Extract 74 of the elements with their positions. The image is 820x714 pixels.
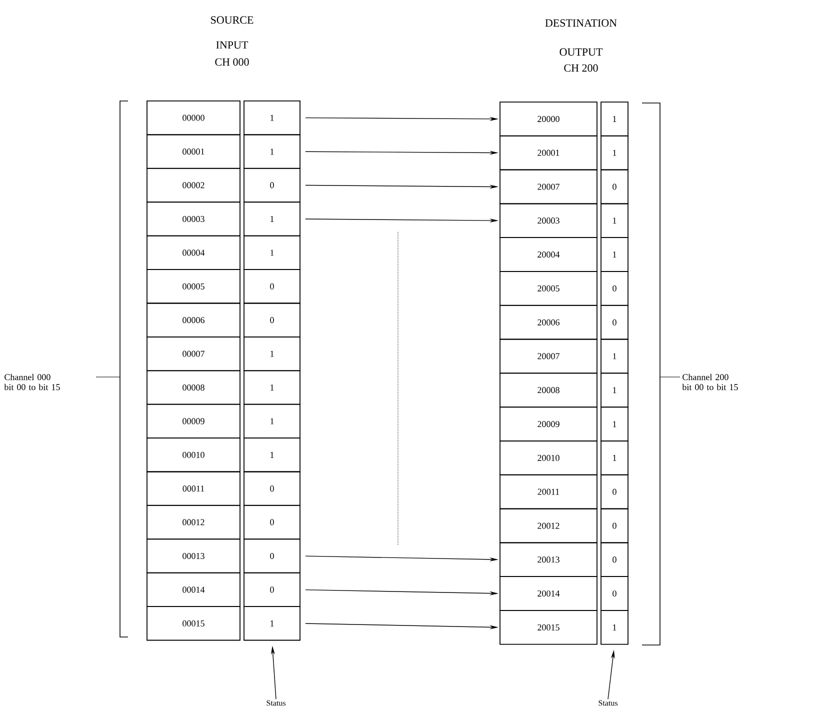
address-cell: 20007: [500, 169, 598, 204]
address-cell: 20010: [500, 440, 598, 476]
address-cell: 00003: [146, 202, 240, 236]
column-heading: SOURCE: [211, 16, 254, 24]
status-cell: 1: [600, 135, 628, 170]
status-cell: 1: [600, 372, 628, 408]
address-cell: 00011: [146, 471, 240, 506]
address-cell: 20008: [500, 372, 598, 408]
address-cell: 00010: [146, 438, 240, 472]
address-cell: 20004: [500, 237, 598, 272]
status-label: Status: [598, 700, 618, 706]
status-cell: 1: [600, 610, 628, 645]
status-cell: 1: [244, 235, 300, 270]
address-cell: 00005: [146, 269, 240, 304]
address-cell: 00012: [146, 504, 240, 540]
column-heading: DESTINATION: [545, 19, 617, 27]
status-cell: 0: [600, 508, 628, 544]
address-cell: 00013: [146, 538, 240, 574]
status-cell: 1: [600, 338, 628, 374]
address-cell: 00014: [146, 572, 240, 607]
status-cell: 1: [244, 404, 300, 438]
status-label: Status: [266, 700, 286, 706]
status-cell: 0: [244, 471, 300, 506]
address-cell: 20006: [500, 305, 598, 340]
status-cell: 0: [600, 271, 628, 306]
status-cell: 0: [244, 538, 300, 574]
address-cell: 00004: [146, 235, 240, 270]
status-cell: 0: [600, 169, 628, 204]
address-cell: 00008: [146, 370, 240, 405]
address-cell: 20001: [500, 135, 598, 170]
status-cell: 0: [600, 542, 628, 577]
address-cell: 20014: [500, 576, 598, 611]
address-cell: 20000: [500, 102, 598, 136]
status-cell: 1: [244, 134, 300, 169]
column-heading: INPUT: [216, 41, 248, 49]
status-cell: 0: [244, 302, 300, 338]
address-cell: 00006: [146, 302, 240, 338]
status-cell: 1: [244, 100, 300, 136]
status-cell: 1: [244, 370, 300, 405]
status-cell: 0: [244, 572, 300, 607]
status-cell: 0: [600, 576, 628, 611]
column-heading: CH 000: [215, 58, 249, 66]
address-cell: 20015: [500, 610, 598, 645]
status-cell: 1: [244, 438, 300, 472]
status-cell: 0: [600, 305, 628, 340]
channel-label: Channel 200 bit 00 to bit 15: [682, 374, 738, 390]
status-cell: 1: [244, 606, 300, 641]
address-cell: 00002: [146, 168, 240, 202]
status-cell: 1: [244, 336, 300, 372]
address-cell: 20012: [500, 508, 598, 544]
address-cell: 00015: [146, 606, 240, 641]
status-cell: 1: [600, 406, 628, 442]
address-cell: 00009: [146, 404, 240, 438]
status-cell: 1: [600, 102, 628, 136]
address-cell: 20013: [500, 542, 598, 577]
column-heading: OUTPUT: [560, 48, 602, 56]
address-cell: 20009: [500, 406, 598, 442]
address-cell: 20011: [500, 474, 598, 510]
column-heading: CH 200: [564, 64, 598, 72]
address-cell: 20005: [500, 271, 598, 306]
address-cell: 00007: [146, 336, 240, 372]
address-cell: 20003: [500, 203, 598, 238]
address-cell: 00000: [146, 100, 240, 136]
channel-label: Channel 000 bit 00 to bit 15: [4, 374, 60, 390]
status-cell: 0: [600, 474, 628, 510]
status-cell: 1: [600, 203, 628, 238]
status-cell: 1: [244, 202, 300, 236]
address-cell: 20007: [500, 338, 598, 374]
status-cell: 0: [244, 168, 300, 202]
status-cell: 0: [244, 269, 300, 304]
status-cell: 1: [600, 237, 628, 272]
address-cell: 00001: [146, 134, 240, 169]
status-cell: 1: [600, 440, 628, 476]
status-cell: 0: [244, 504, 300, 540]
